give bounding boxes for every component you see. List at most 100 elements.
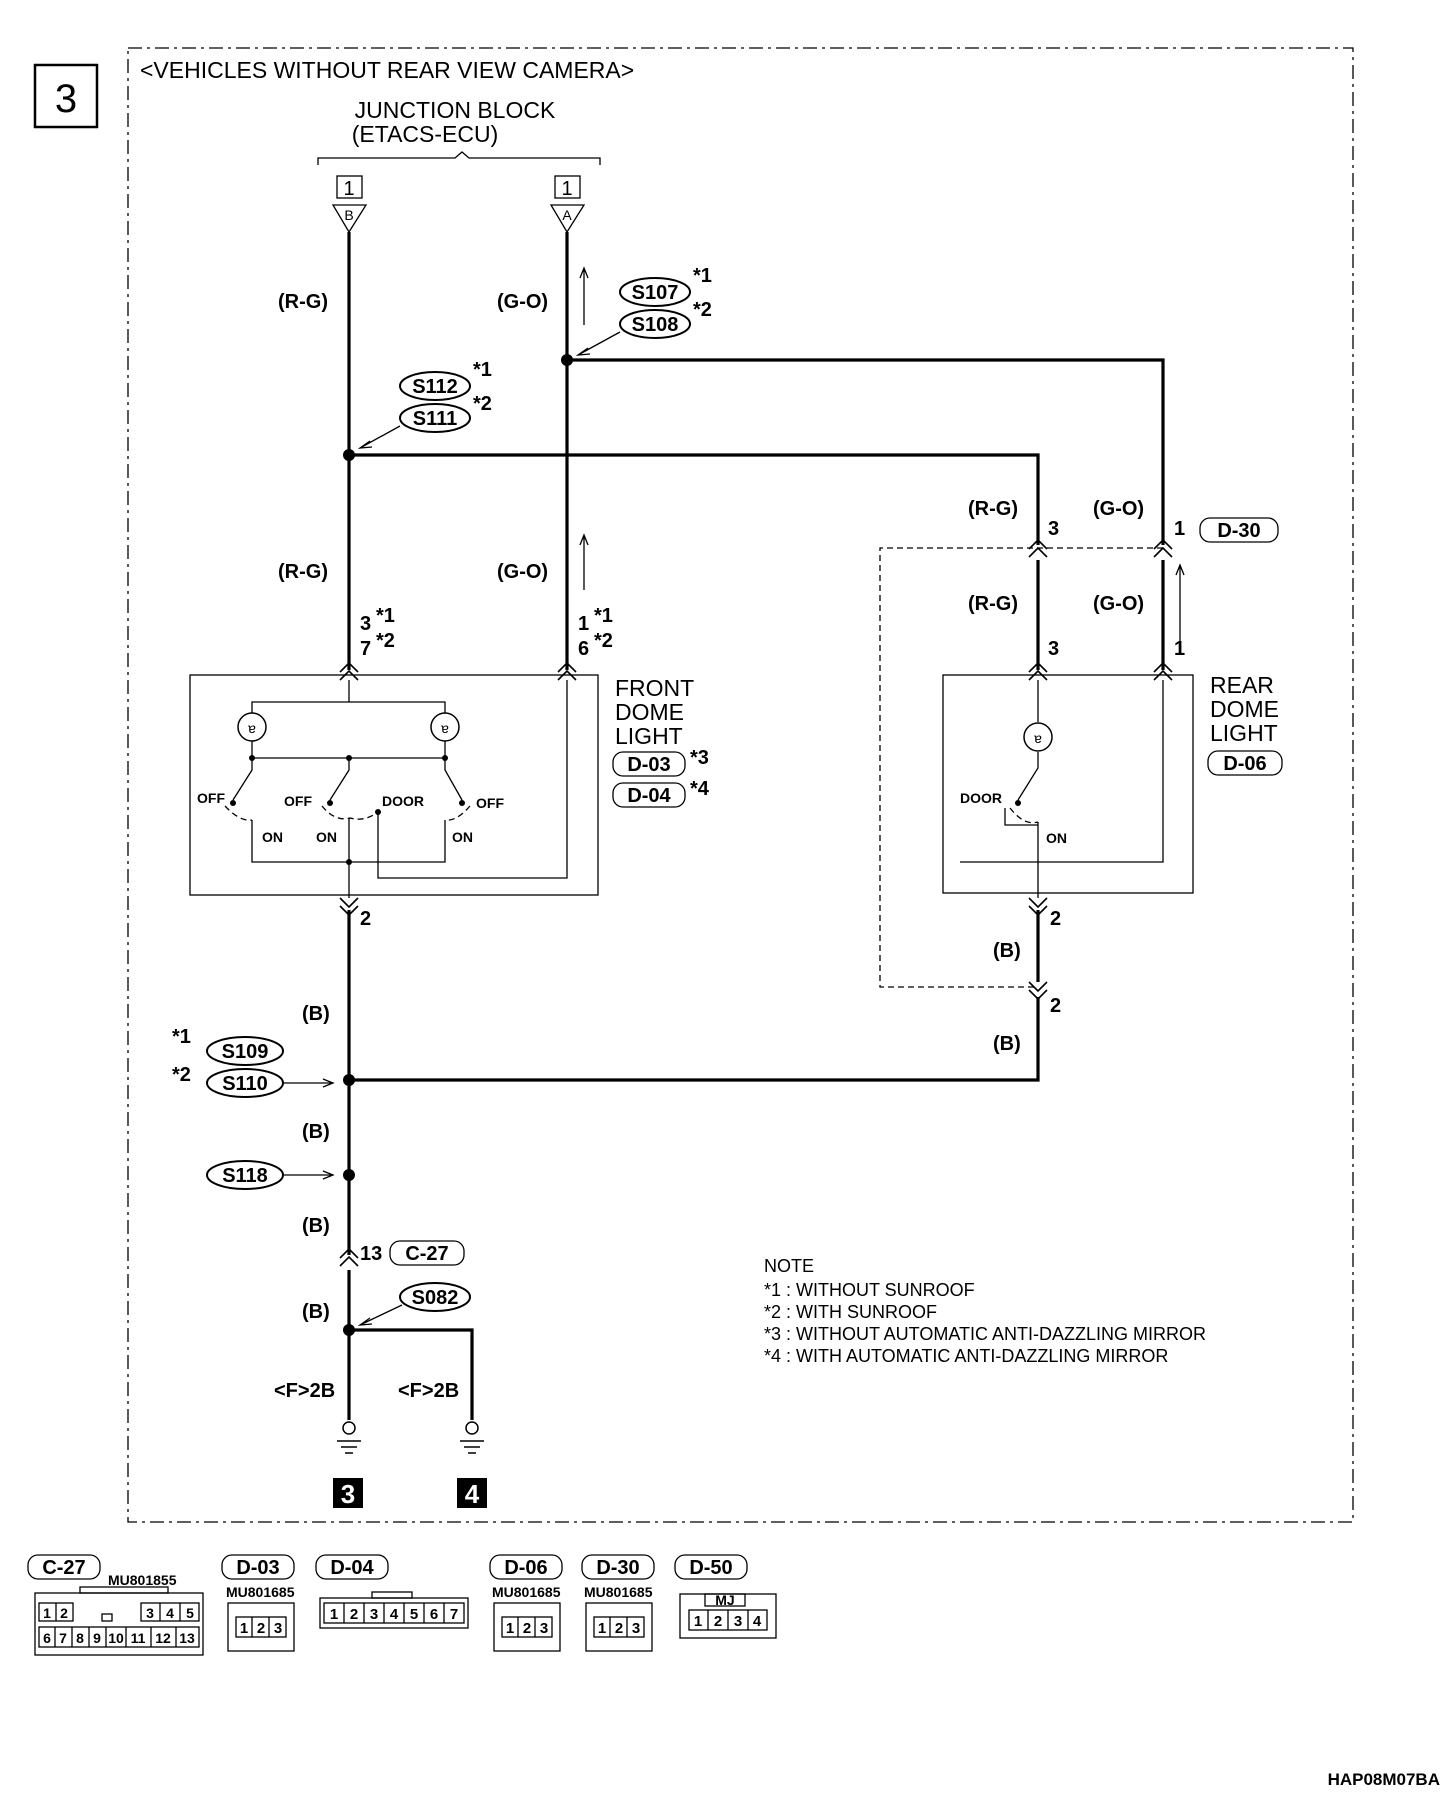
d04-pin-grid: 1 2 3 4 5 6 7 <box>330 1606 458 1623</box>
splice-s109-s110: *1 S109 *2 S110 <box>172 1026 335 1098</box>
wire-color-b-6: (B) <box>993 1033 1021 1055</box>
junction-block-subname: (ETACS-ECU) <box>352 121 499 147</box>
note-line-3: *3 : WITHOUT AUTOMATIC ANTI-DAZZLING MIR… <box>764 1324 1206 1344</box>
c27-pin: 3 <box>146 1605 154 1621</box>
legend-code-d03: D-03 <box>236 1557 279 1579</box>
splice-s107: S107 <box>632 282 679 304</box>
splice-dot-s112 <box>343 449 355 461</box>
d30-connector: D-30 <box>1217 520 1260 542</box>
legend-code-d06: D-06 <box>504 1557 547 1579</box>
svg-text:ɐ: ɐ <box>248 720 256 736</box>
ground-icon <box>337 1421 484 1454</box>
wire-color-go-3: (G-O) <box>1093 498 1144 520</box>
current-flow-arrows <box>579 266 1185 655</box>
front-dome-connector-d03: D-03 <box>627 754 670 776</box>
note-line-2: *2 : WITH SUNROOF <box>764 1302 937 1322</box>
splice-s082: S082 <box>357 1282 471 1326</box>
d03-pin: 1 <box>240 1620 248 1637</box>
legend-part-d30: MU801685 <box>584 1584 653 1600</box>
legend-code-d50: D-50 <box>689 1557 732 1579</box>
front-switch-on-3: ON <box>452 829 473 845</box>
note-mark: *4 <box>690 778 710 800</box>
c27-pin: 5 <box>186 1605 194 1621</box>
splice-dot-s109 <box>343 1074 355 1086</box>
front-dome-name-2: DOME <box>615 699 684 725</box>
d30-pin-1: 1 <box>1174 518 1185 540</box>
d06-pin-grid: 1 2 3 <box>506 1620 548 1637</box>
d30-pin-grid: 1 2 3 <box>598 1620 640 1637</box>
rear-switch-on: ON <box>1046 830 1067 846</box>
front-switch-on-2: ON <box>316 829 337 845</box>
legend-code-d04: D-04 <box>330 1557 374 1579</box>
d04-pin: 4 <box>390 1606 399 1623</box>
jb-connector-a: A <box>562 207 572 223</box>
splice-dot-s107 <box>561 354 573 366</box>
c27-pin: 9 <box>93 1630 101 1646</box>
note-mark: *2 <box>473 393 492 415</box>
diagram-title: <VEHICLES WITHOUT REAR VIEW CAMERA> <box>140 57 634 83</box>
d04-pin: 5 <box>410 1606 418 1623</box>
c27-pin: 7 <box>59 1630 67 1646</box>
junction-block: JUNCTION BLOCK (ETACS-ECU) 1 B 1 A <box>317 97 601 234</box>
splice-s108: S108 <box>632 314 679 336</box>
c27-pin: 1 <box>43 1605 51 1621</box>
wire-color-go-4: (G-O) <box>1093 593 1144 615</box>
c27-pin: 11 <box>131 1630 146 1646</box>
wire-color-b-5: (B) <box>993 940 1021 962</box>
rear-dome-light: ɐ DOOR ON <box>942 674 1194 898</box>
d03-pin: 2 <box>257 1620 265 1637</box>
splice-s110: S110 <box>222 1073 268 1095</box>
note-mark: *3 <box>690 747 709 769</box>
wire-color-rg-2: (R-G) <box>278 561 328 583</box>
front-switch-off-1: OFF <box>197 790 225 806</box>
legend-part-d03: MU801685 <box>226 1584 295 1600</box>
c27-pin: 10 <box>108 1630 124 1646</box>
rear-dome-name-1: REAR <box>1210 672 1274 698</box>
front-pin-1: 1 <box>578 613 589 635</box>
wire-color-b-2: (B) <box>302 1121 330 1143</box>
c27-pin: 12 <box>155 1630 171 1646</box>
d30-pin: 1 <box>598 1620 606 1637</box>
note-mark: *1 <box>693 265 712 287</box>
splice-s112-s111: S112 S111 *1 *2 <box>357 359 492 449</box>
section-number-box: 3 <box>33 63 99 129</box>
rear-dome-name-2: DOME <box>1210 696 1279 722</box>
rear-pin-ground-2: 2 <box>1050 995 1061 1017</box>
splice-s118-label: S118 <box>222 1165 268 1187</box>
note-block: NOTE *1 : WITHOUT SUNROOF *2 : WITH SUNR… <box>764 1256 1206 1366</box>
front-dome-name-1: FRONT <box>615 675 694 701</box>
splice-dot-s118 <box>343 1169 355 1181</box>
splice-s109: S109 <box>222 1041 269 1063</box>
splice-s112: S112 <box>412 376 458 398</box>
rear-pin-3: 3 <box>1048 638 1059 660</box>
c27-pin: 4 <box>166 1605 174 1621</box>
note-mark: *2 <box>693 299 712 321</box>
c27-pin: 6 <box>43 1630 51 1646</box>
d30-pin-3: 3 <box>1048 518 1059 540</box>
front-switch-door: DOOR <box>382 793 424 809</box>
note-line-1: *1 : WITHOUT SUNROOF <box>764 1280 975 1300</box>
wire-color-rg-4: (R-G) <box>968 593 1018 615</box>
legend-part-d06: MU801685 <box>492 1584 561 1600</box>
wire-color-go-1: (G-O) <box>497 291 548 313</box>
note-heading: NOTE <box>764 1256 814 1276</box>
note-mark: *1 <box>376 605 395 627</box>
note-mark: *1 <box>473 359 492 381</box>
svg-text:ɐ: ɐ <box>1034 730 1042 746</box>
ground-number-right: 4 <box>465 1479 480 1509</box>
c27-pin: 8 <box>76 1630 84 1646</box>
splice-s082-label: S082 <box>412 1287 459 1309</box>
svg-text:ɐ: ɐ <box>441 720 449 736</box>
wire-color-b-3: (B) <box>302 1215 330 1237</box>
figure-code: HAP08M07BA <box>1328 1770 1440 1789</box>
front-switch-off-3: OFF <box>476 795 504 811</box>
c27-pin-grid: 1 2 3 4 5 6 7 8 9 10 11 12 13 <box>38 1602 200 1648</box>
d50-pin: 2 <box>714 1613 722 1630</box>
d50-pin: 4 <box>753 1613 762 1630</box>
wire-color-b-4: (B) <box>302 1301 330 1323</box>
d04-pin: 7 <box>450 1606 458 1623</box>
c27-pin: 13 <box>179 1630 195 1646</box>
legend-part-d50: MJ <box>715 1592 734 1608</box>
d30-pin: 2 <box>615 1620 623 1637</box>
